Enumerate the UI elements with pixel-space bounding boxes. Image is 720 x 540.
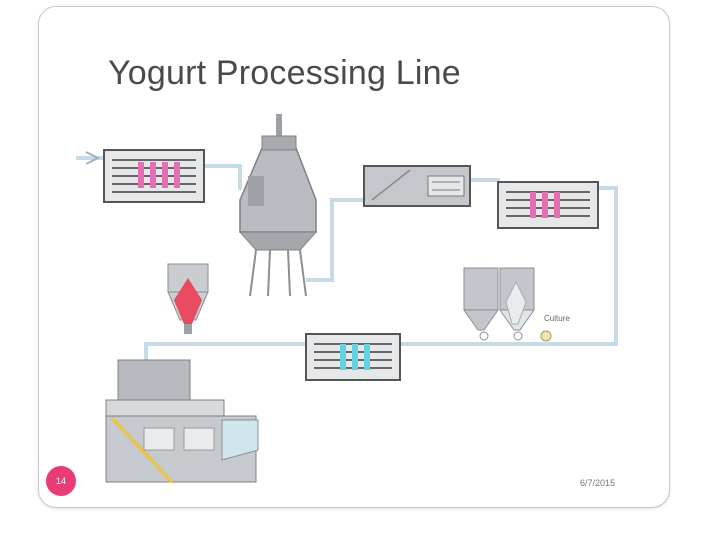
culture-dosing-icon [540,330,552,342]
homogenizer-icon [363,165,471,207]
slide-date: 6/7/2015 [580,478,616,488]
deaerator-tank-icon [238,114,318,297]
heat-exchanger-icon [305,333,401,381]
slide-title: Yogurt Processing Line [108,54,461,92]
page-number-badge: 14 [46,466,76,496]
culture-tank-icon [463,267,535,341]
heat-exchanger-icon [497,181,599,229]
filling-machine-icon [105,359,259,484]
pipe-network [76,156,618,360]
fruit-tank-icon [167,263,209,334]
culture-label: Culture [544,314,570,323]
heat-exchanger-icon [103,149,205,203]
inlet-arrow-icon [85,151,101,165]
